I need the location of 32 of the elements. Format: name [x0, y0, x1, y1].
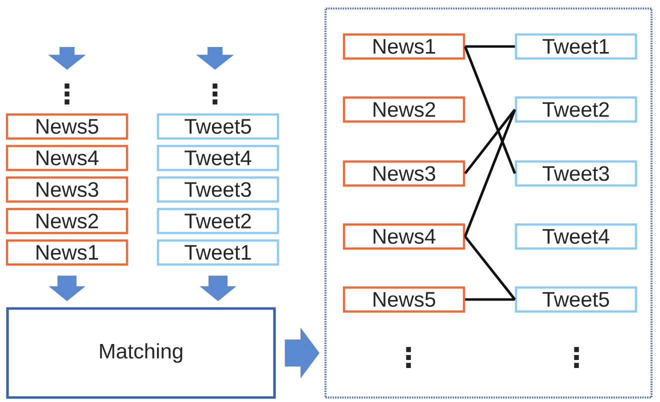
connector-line: [465, 298, 515, 301]
item-box: Tweet2: [156, 208, 280, 234]
connector-line: [464, 236, 516, 300]
item-box: News2: [6, 208, 128, 234]
item-box: News1: [342, 33, 466, 60]
item-box: Tweet3: [156, 176, 280, 203]
item-box: Tweet5: [514, 286, 638, 313]
vertical-ellipsis: ⋮: [574, 347, 579, 368]
item-box: Tweet5: [156, 113, 280, 140]
item-box: Tweet4: [156, 144, 280, 172]
connector-line: [464, 108, 516, 174]
item-box: News5: [6, 113, 128, 140]
dotted-frame: [324, 8, 652, 398]
connector-line: [465, 45, 515, 48]
item-box: Tweet1: [156, 239, 280, 266]
connector-line: [464, 109, 516, 237]
item-box: News3: [6, 176, 128, 203]
item-box: News2: [342, 96, 466, 123]
vertical-ellipsis: ⋮: [64, 84, 70, 104]
vertical-ellipsis: ⋮: [212, 84, 218, 104]
item-box: News1: [6, 239, 128, 266]
item-box: Tweet2: [514, 96, 638, 123]
item-box: News5: [342, 286, 466, 313]
item-box: Tweet1: [514, 33, 638, 60]
connector-line: [464, 46, 516, 174]
item-box: News4: [6, 144, 128, 172]
item-box: Tweet3: [514, 160, 638, 187]
vertical-ellipsis: ⋮: [406, 347, 411, 368]
item-box: Tweet4: [514, 223, 638, 250]
process-box: Matching: [6, 307, 276, 399]
item-box: News3: [342, 160, 466, 187]
item-box: News4: [342, 223, 466, 250]
